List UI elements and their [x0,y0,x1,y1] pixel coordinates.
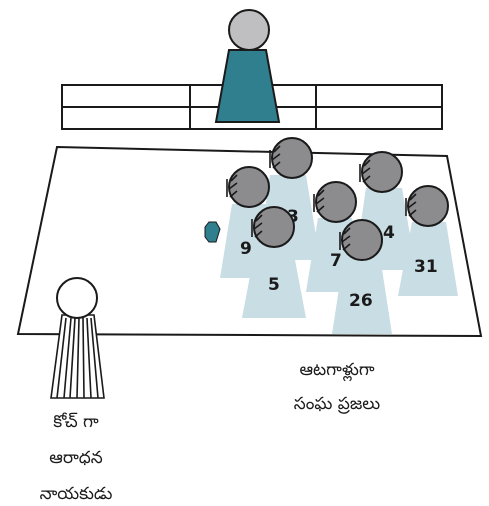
player-number: 26 [349,291,373,311]
player-5: 5 [242,206,306,318]
coach-figure [50,277,105,399]
player-number: 5 [268,275,280,295]
players-caption-line2: సంఘ ప్రజలు [293,394,381,414]
players-caption: ఆటగాళ్లుగా సంఘ ప్రజలు [262,360,412,418]
ball-icon [204,221,221,243]
coach-caption-line3: నాయకుడు [39,484,113,504]
player-number: 4 [383,223,395,243]
players-caption-line1: ఆటగాళ్లుగా [299,360,375,380]
coach-caption-line1: కోచ్ గా [53,412,99,432]
player-number: 3 [287,207,299,227]
player-31: 31 [398,185,458,296]
leader-figure [214,9,281,123]
player-number: 31 [414,257,438,277]
player-26: 26 [332,219,392,334]
playing-field [16,145,483,338]
player-number: 7 [330,251,342,271]
coach-caption: కోచ్ గా ఆరాధన నాయకుడు [16,412,136,506]
coach-caption-line2: ఆరాధన [49,448,103,468]
player-number: 9 [240,239,252,259]
